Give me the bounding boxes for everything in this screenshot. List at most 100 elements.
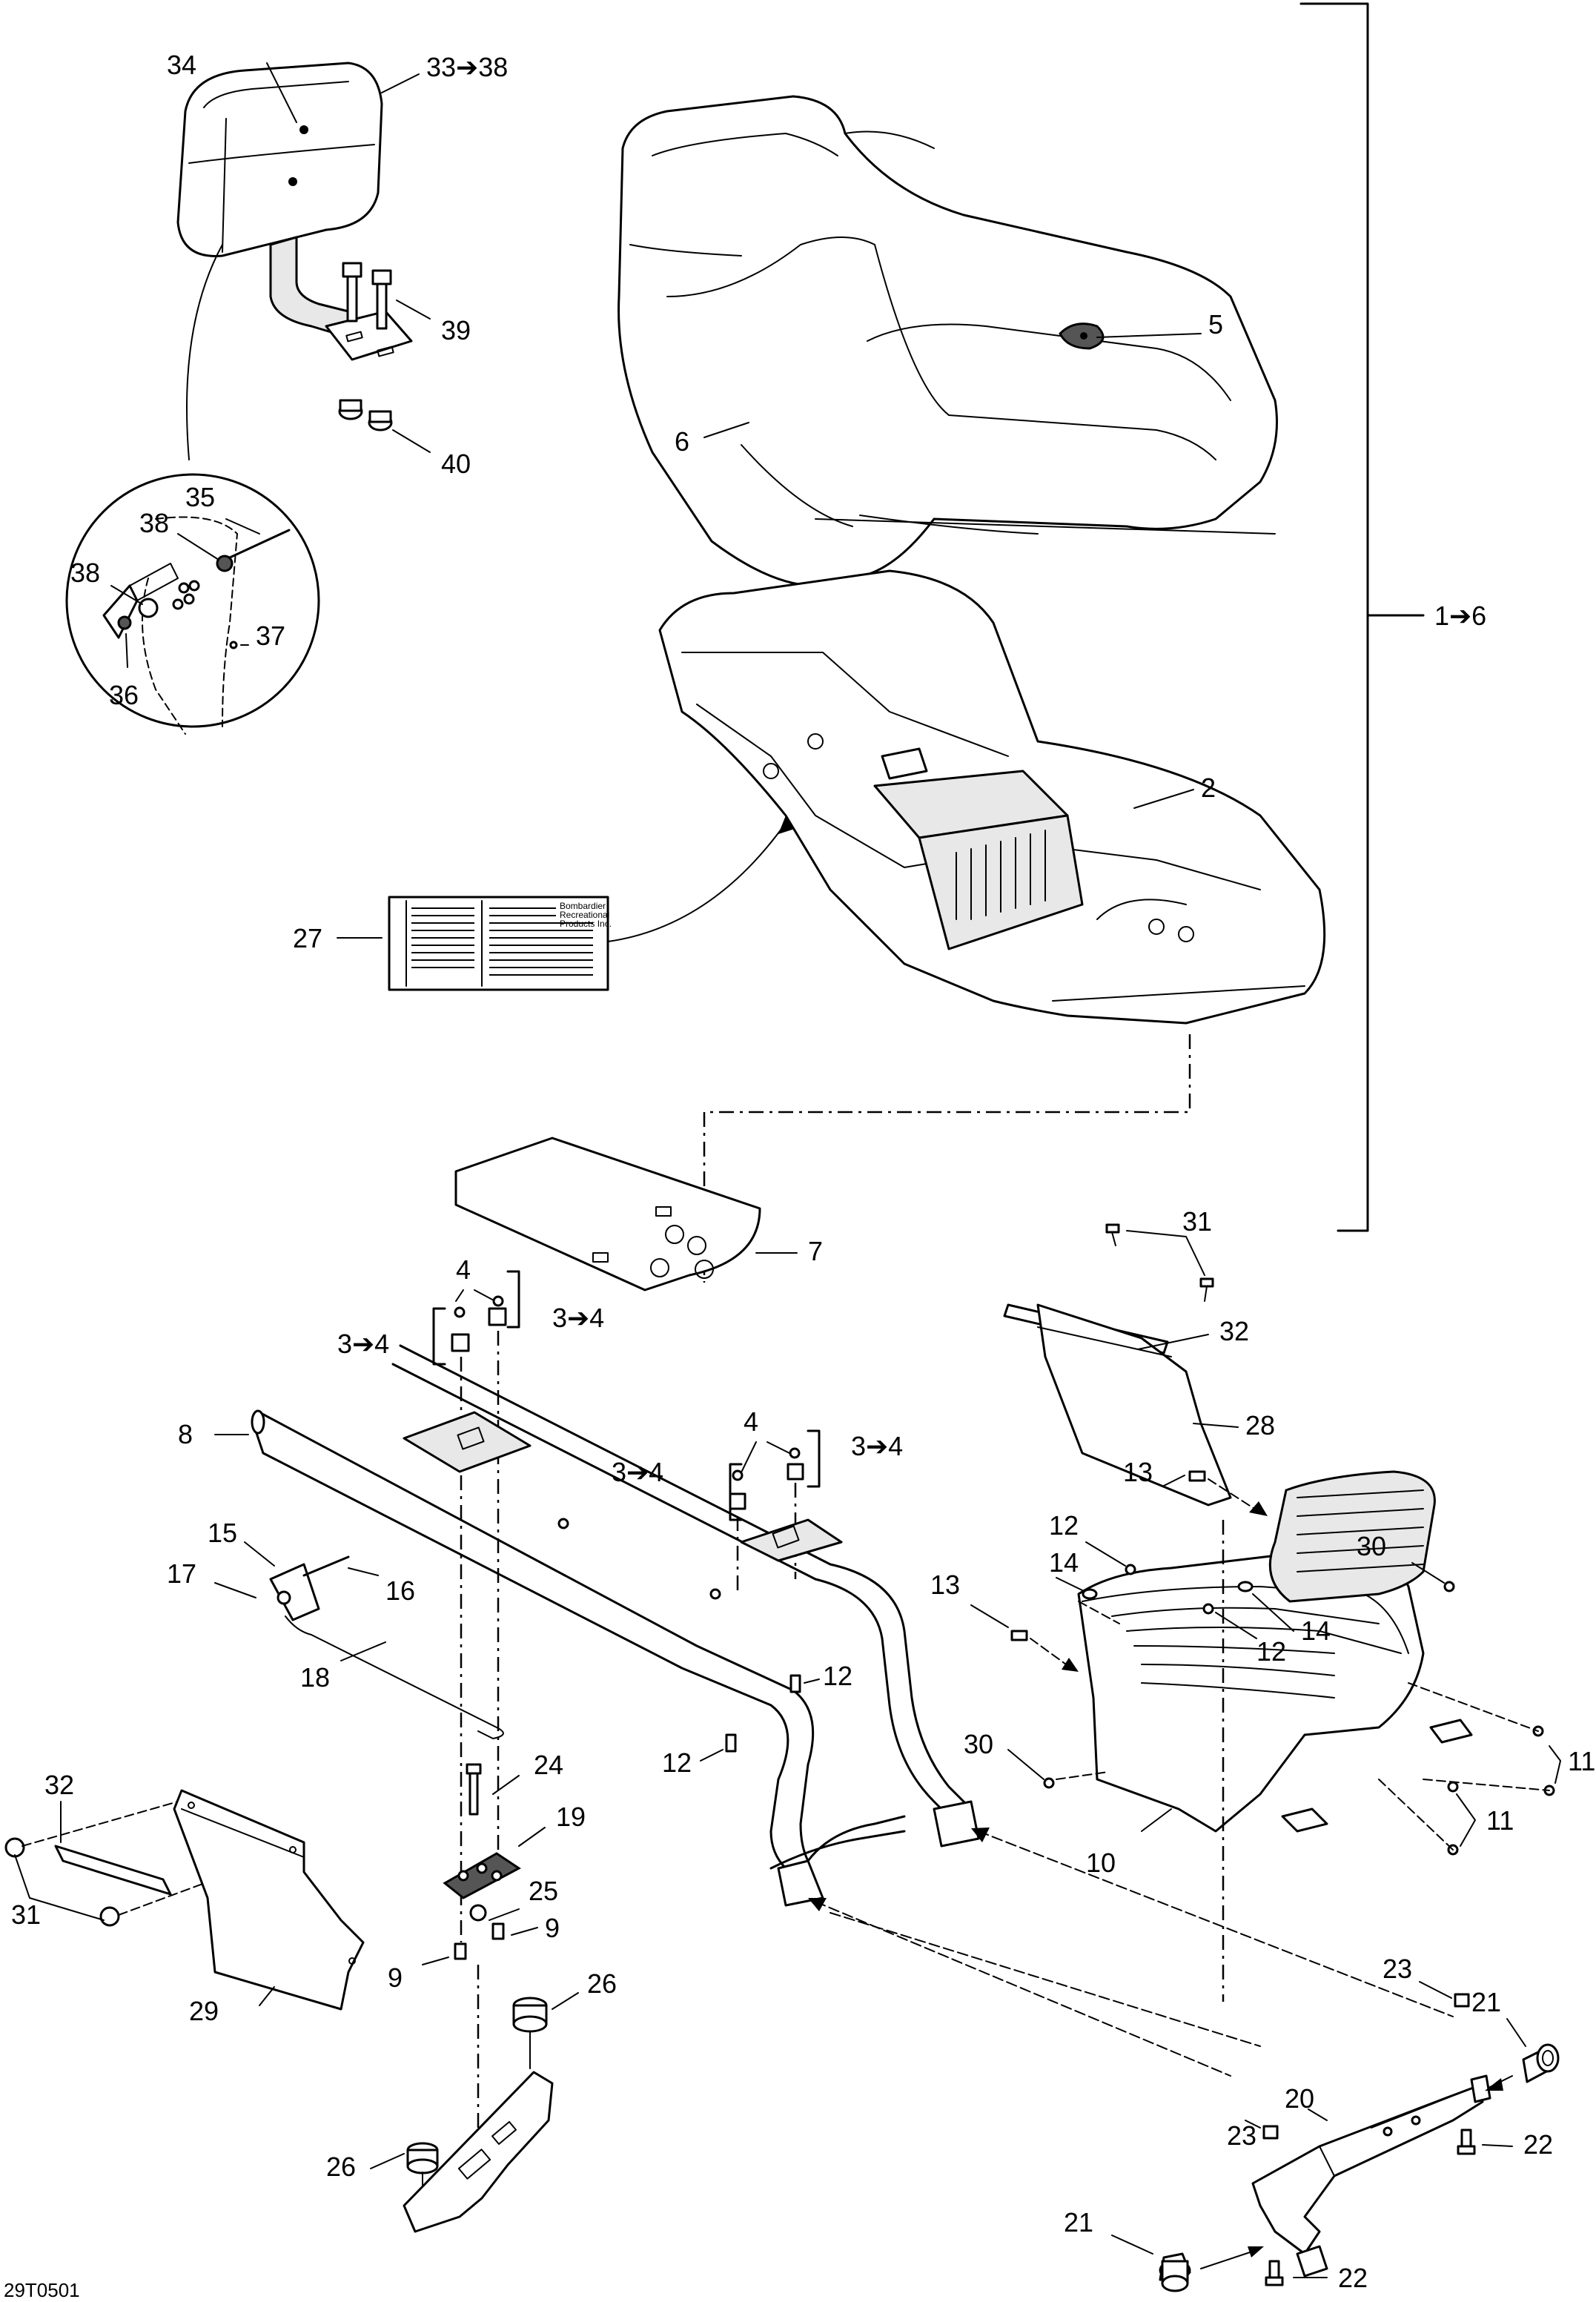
callout-15: 15 (208, 1518, 237, 1548)
callout-3-4-a: 3➔4 (337, 1329, 389, 1359)
callout-32-left: 32 (44, 1770, 74, 1800)
seat-base (658, 569, 1326, 1025)
screw-9-a (454, 1942, 467, 1960)
callout-5: 5 (1208, 309, 1223, 340)
rivet-31-left-a (4, 1837, 25, 1858)
nut-23-a (1262, 2125, 1279, 2140)
callout-21-a: 21 (1471, 1987, 1501, 2017)
callout-3-4-b: 3➔4 (552, 1303, 604, 1333)
callout-20: 20 (1285, 2083, 1314, 2114)
callout-28: 28 (1245, 1410, 1275, 1441)
detail-circle (65, 473, 320, 735)
callout-11-b: 11 (1486, 1805, 1514, 1836)
cradle (403, 2071, 554, 2233)
callout-31-left: 31 (11, 1899, 41, 1930)
figure-code: 29T0501 (4, 2279, 80, 2301)
callout-23-b: 23 (1383, 1954, 1412, 1984)
nut-23-b (1454, 1993, 1470, 2008)
callout-1-6: 1➔6 (1434, 601, 1486, 631)
bolt-39-a (342, 262, 362, 323)
callout-23-a: 23 (1227, 2120, 1256, 2151)
callout-12-b: 12 (1256, 1636, 1286, 1667)
decal-brand-line-2: Recreational (560, 910, 609, 920)
callout-33-38: 33➔38 (426, 52, 508, 82)
foam-pad (454, 1137, 761, 1291)
callout-18: 18 (300, 1662, 330, 1693)
seat-latch (269, 1555, 504, 1739)
callout-4-a: 4 (456, 1254, 471, 1285)
screw-12-tray-a (1125, 1564, 1136, 1575)
callout-6: 6 (675, 426, 689, 457)
side-deflector (173, 1789, 365, 2011)
callout-22-a: 22 (1523, 2129, 1553, 2160)
hinge-bracket (1251, 2074, 1491, 2278)
callout-37: 37 (256, 621, 285, 651)
assembly-bracket (1299, 2, 1425, 1232)
washer-14-a (1082, 1588, 1098, 1600)
decal: Bombardier Recreational Products Inc. (388, 896, 612, 991)
callout-34: 34 (167, 50, 196, 80)
screw-9-b (491, 1922, 505, 1940)
callout-35: 35 (185, 482, 215, 512)
bolt-22-a (1457, 2129, 1476, 2155)
callout-38-a: 38 (139, 508, 169, 538)
latch-plate-19 (443, 1852, 521, 1899)
seat-base-ribs (956, 830, 1046, 920)
callout-21-b: 21 (1064, 2207, 1093, 2237)
clip-13-b (1010, 1630, 1028, 1641)
callout-31-right: 31 (1182, 1206, 1212, 1237)
callout-14-b: 14 (1301, 1615, 1331, 1646)
bushing-21-b (1159, 2252, 1191, 2292)
callout-30-a: 30 (1357, 1531, 1386, 1561)
rear-tray (1077, 1470, 1473, 1833)
rivet-31-right-b (1199, 1277, 1214, 1302)
callout-13-b: 13 (930, 1570, 960, 1600)
callout-29: 29 (189, 1996, 219, 2026)
callout-27: 27 (293, 923, 322, 953)
bolt-22-b (1265, 2260, 1284, 2286)
callout-40: 40 (441, 449, 471, 479)
nut-40-b (368, 410, 393, 431)
backrest (176, 62, 383, 339)
strip-32-left (54, 1845, 172, 1896)
bolt-24 (466, 1763, 482, 1816)
rear-panel (1036, 1303, 1232, 1506)
bushing-21-a (1522, 2043, 1560, 2083)
decal-brand-line-1: Bombardier (560, 901, 606, 911)
callout-38-b: 38 (70, 558, 100, 588)
screw-11-c (1447, 1781, 1459, 1793)
callout-9-a: 9 (388, 1962, 403, 1993)
callout-4-b: 4 (744, 1406, 758, 1437)
clip-nut-right (729, 1447, 804, 1510)
callout-26-a: 26 (587, 1968, 617, 1999)
rivet-31-right-a (1105, 1223, 1120, 1246)
bumper-26-right (512, 1997, 548, 2069)
callout-7: 7 (808, 1236, 823, 1266)
screw-12-frame-a (725, 1733, 737, 1753)
clip-13-a (1188, 1470, 1206, 1482)
callout-14-a: 14 (1049, 1547, 1079, 1578)
nut-40-a (338, 399, 363, 420)
callout-36: 36 (109, 680, 139, 710)
clip-nut-left (451, 1295, 507, 1352)
callout-16: 16 (385, 1575, 415, 1606)
bolt-39-b (371, 269, 392, 330)
callout-9-b: 9 (545, 1913, 560, 1943)
screw-12-tray-b (1202, 1603, 1214, 1615)
callout-39: 39 (441, 315, 471, 345)
seat-frame (251, 1344, 980, 1907)
callout-12-a: 12 (1049, 1510, 1079, 1541)
screw-12-frame-b (789, 1674, 801, 1693)
callout-8: 8 (178, 1419, 193, 1449)
callout-2: 2 (1201, 773, 1216, 803)
seat-cover (617, 95, 1278, 587)
callout-12-d: 12 (823, 1661, 852, 1691)
callout-32-right: 32 (1219, 1316, 1249, 1346)
callout-17: 17 (167, 1558, 196, 1589)
backrest-bracket-plate (325, 310, 413, 361)
washer-14-b (1237, 1581, 1254, 1592)
decal-brand-line-3: Products Inc. (560, 919, 612, 929)
decal-text-lines (411, 907, 593, 976)
callout-19: 19 (556, 1802, 586, 1832)
